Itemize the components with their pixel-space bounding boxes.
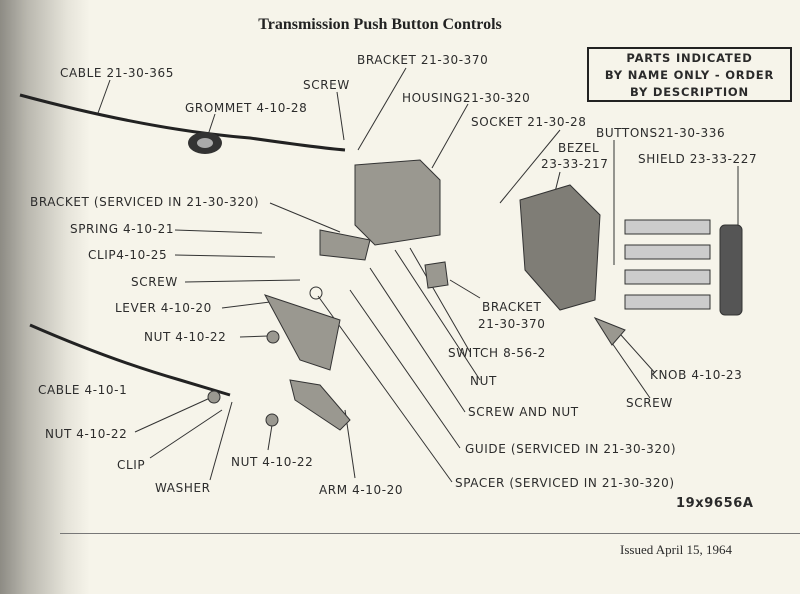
label-guide: GUIDE (SERVICED IN 21-30-320) [465,442,677,456]
button [624,244,711,260]
label-nut-right: NUT [470,374,497,388]
figure-number: 19x9656A [676,496,754,511]
page-binding-shadow [0,0,90,594]
switch [424,261,449,289]
order-notice-box: PARTS INDICATED BY NAME ONLY - ORDER BY … [587,47,792,102]
notice-line: BY DESCRIPTION [630,85,749,99]
label-grommet: GROMMET 4-10-28 [185,101,308,115]
label-nut-lower-left: NUT 4-10-22 [45,427,128,441]
label-housing: HOUSING21-30-320 [402,91,531,105]
label-bracket-right-number: 21-30-370 [478,317,546,331]
label-clip-upper: CLIP4-10-25 [88,248,168,262]
nut [207,390,221,404]
label-spring: SPRING 4-10-21 [70,222,175,236]
label-screw-right: SCREW [626,396,673,410]
nut [266,330,280,344]
label-socket: SOCKET 21-30-28 [471,115,587,129]
label-buttons: BUTTONS21-30-336 [596,126,726,140]
bracket-serviced [319,229,371,261]
housing [354,159,441,246]
shield [719,224,743,316]
spacer [309,286,323,300]
issued-date: Issued April 15, 1964 [620,542,732,557]
label-spacer: SPACER (SERVICED IN 21-30-320) [455,476,675,490]
label-bracket-right-name: BRACKET [482,300,542,314]
label-bezel-number: 23-33-217 [541,157,609,171]
label-switch: SWITCH 8-56-2 [448,346,546,360]
button [624,294,711,310]
label-bracket-21-30-370: BRACKET 21-30-370 [357,53,489,67]
label-screw-and-nut: SCREW AND NUT [468,405,579,419]
lever [263,294,341,371]
label-arm: ARM 4-10-20 [319,483,404,497]
label-washer: WASHER [155,481,211,495]
button [624,269,711,285]
cable-upper [19,93,346,152]
notice-line: PARTS INDICATED [626,51,753,65]
page-title: Transmission Push Button Controls [258,16,502,33]
bezel [519,184,601,311]
label-lever: LEVER 4-10-20 [115,301,212,315]
label-nut-lower-mid: NUT 4-10-22 [231,455,314,469]
label-screw-left: SCREW [131,275,178,289]
button [624,219,711,235]
cable-lower [29,323,231,397]
label-screw-top: SCREW [303,78,350,92]
arm [289,379,351,431]
label-shield: SHIELD 23-33-227 [638,152,758,166]
label-bezel-name: BEZEL [558,141,600,155]
label-bracket-serviced: BRACKET (SERVICED IN 21-30-320) [30,195,260,209]
parts [207,159,743,431]
label-clip-lower: CLIP [117,458,146,472]
label-cable-21-30-365: CABLE 21-30-365 [60,66,175,80]
label-nut-upper: NUT 4-10-22 [144,330,227,344]
label-knob: KNOB 4-10-23 [650,368,743,382]
knob [593,316,626,346]
notice-line: BY NAME ONLY - ORDER [604,68,775,82]
nut [265,413,279,427]
label-cable-lower: CABLE 4-10-1 [38,383,128,397]
footer-divider [60,533,800,534]
